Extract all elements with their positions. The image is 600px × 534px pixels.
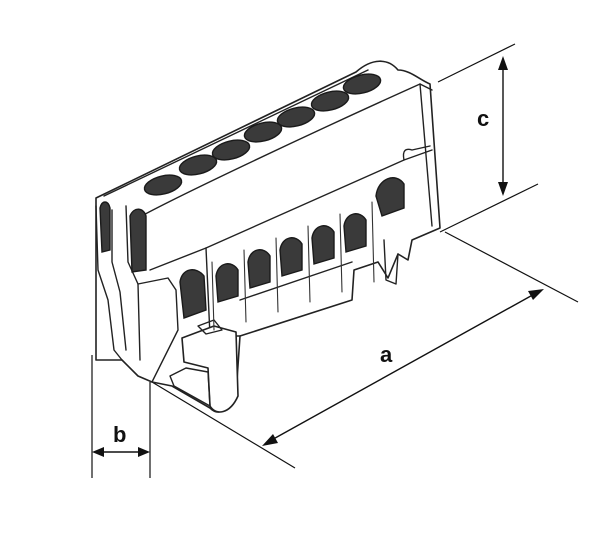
dim-b-arrow-left <box>92 447 104 457</box>
dim-label-a: a <box>380 342 393 367</box>
front-terminal-holes <box>179 177 405 331</box>
ext-line-c-top <box>437 43 516 83</box>
ext-line-a-left <box>151 381 296 469</box>
front-upper-edge <box>149 149 433 271</box>
left-clip-base <box>137 277 179 383</box>
dim-b-arrow-right <box>138 447 150 457</box>
foot-latch <box>169 367 211 407</box>
left-slot-2 <box>129 208 147 273</box>
right-end-face <box>419 83 433 227</box>
left-clip-divider <box>125 205 141 361</box>
right-foot <box>383 239 399 285</box>
extension-lines <box>91 43 579 478</box>
front-hole-2 <box>215 263 239 303</box>
terminal-block <box>95 60 441 413</box>
dim-a-arrow-right <box>528 289 544 300</box>
dimension-a: a <box>262 289 544 446</box>
top-screw-hole-2 <box>178 154 218 176</box>
top-screw-hole-6 <box>310 90 350 112</box>
top-back-edge <box>103 69 369 197</box>
dim-a-arrow-left <box>262 434 278 446</box>
top-screw-hole-4 <box>243 121 283 143</box>
front-hole-3 <box>247 249 271 289</box>
front-rib-bottom <box>239 261 353 301</box>
front-hole-5 <box>311 225 335 265</box>
dim-a-line <box>267 291 539 443</box>
left-slot-1 <box>99 201 111 253</box>
left-clip-outer <box>95 205 123 361</box>
right-notch <box>402 145 431 161</box>
dimension-c: c <box>477 56 508 196</box>
foot-tab <box>197 319 223 335</box>
dimension-b: b <box>92 422 150 457</box>
dim-c-arrow-bottom <box>498 182 508 196</box>
dim-label-b: b <box>113 422 126 447</box>
front-hole-7 <box>375 177 405 217</box>
left-clip-inner <box>111 209 127 351</box>
top-screw-hole-1 <box>143 174 183 196</box>
ext-line-a-right <box>444 231 579 303</box>
top-screw-hole-3 <box>211 139 251 161</box>
ext-line-c-bottom <box>439 183 539 233</box>
pocket-frames <box>211 201 375 331</box>
top-screw-hole-7 <box>342 73 382 95</box>
front-hole-1 <box>179 269 207 319</box>
front-hole-4 <box>279 237 303 277</box>
top-front-ridge <box>137 83 433 219</box>
top-screw-holes <box>143 73 382 196</box>
front-hole-6 <box>343 213 367 253</box>
top-screw-hole-5 <box>276 106 316 128</box>
dim-c-arrow-top <box>498 56 508 70</box>
dim-label-c: c <box>477 106 489 131</box>
